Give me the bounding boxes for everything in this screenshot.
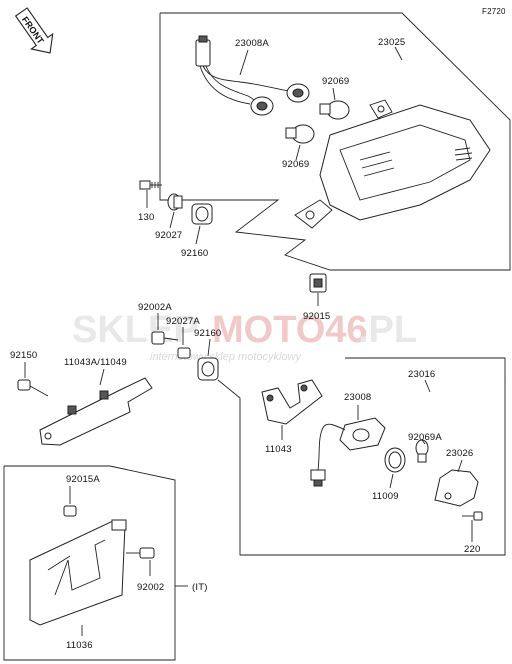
part-11009: 11009 — [372, 491, 399, 502]
screw-220 — [462, 511, 483, 521]
part-220: 220 — [464, 544, 480, 555]
collar-92027A — [177, 347, 191, 359]
gasket-11009 — [384, 447, 406, 473]
screw-130 — [139, 180, 162, 190]
part-92002A: 92002A — [138, 302, 172, 313]
part-11043A-11049: 11043A/11049 — [64, 357, 127, 368]
watermark: SKLEP MOTO46 .PL internetowy sklep motoc… — [72, 309, 417, 363]
part-92160-top: 92160 — [181, 248, 208, 259]
part-92160-mid: 92160 — [194, 328, 221, 339]
diagram-code: F2720 — [482, 7, 506, 16]
watermark-tagline: internetowy sklep motocyklowy — [150, 351, 303, 363]
grommet-92160-top — [191, 203, 213, 225]
bulb-92069-bottom — [285, 124, 315, 144]
part-92027A: 92027A — [166, 316, 200, 327]
leader-92160-top — [195, 225, 201, 245]
leader-92069-top — [332, 87, 336, 101]
leader-92160-mid — [207, 338, 211, 357]
part-11043: 11043 — [265, 444, 292, 455]
wiring-harness-23008A — [195, 35, 310, 116]
leader-11009 — [389, 473, 394, 489]
bracket-11043 — [261, 379, 323, 425]
collar-92027 — [167, 193, 183, 211]
leader-23026 — [457, 459, 463, 473]
part-92002: 92002 — [137, 582, 164, 593]
leader-92069A — [421, 439, 426, 445]
bracket-11043A — [39, 377, 153, 446]
leader-11043A — [99, 368, 105, 386]
leader-92069-bottom — [295, 144, 301, 161]
bolt-92150 — [17, 379, 49, 397]
bulb-92069A — [415, 439, 429, 463]
license-plate-holder-11036 — [29, 519, 127, 626]
leader-92027 — [169, 211, 175, 229]
watermark-tld: .PL — [358, 309, 417, 351]
part-130: 130 — [138, 212, 154, 223]
part-92150: 92150 — [10, 350, 37, 361]
bulb-92069-top — [319, 100, 350, 120]
part-92069-bottom: 92069 — [282, 159, 309, 170]
part-23008: 23008 — [344, 392, 371, 403]
tail-lamp-housing — [294, 99, 491, 229]
leader-23008A — [239, 49, 249, 76]
part-92069-top: 92069 — [322, 76, 349, 87]
region-note: (IT) — [192, 582, 208, 593]
part-92027: 92027 — [155, 230, 182, 241]
part-23016: 23016 — [408, 369, 435, 380]
part-11036: 11036 — [66, 640, 93, 651]
bolt-92002A — [151, 331, 179, 345]
assembly-frame-23016 — [217, 357, 506, 556]
part-23025: 23025 — [378, 37, 405, 48]
leader-23016 — [424, 379, 431, 393]
watermark-brand-b: MOTO46 — [212, 309, 368, 351]
grommet-92160-mid — [197, 357, 219, 381]
nut-92015A — [63, 505, 77, 517]
socket-23008 — [310, 417, 386, 487]
bolt-92002 — [126, 547, 155, 559]
part-92015: 92015 — [303, 311, 330, 322]
clip-92015 — [309, 273, 327, 293]
watermark-brand-a: SKLEP — [72, 309, 199, 351]
assembly-frame-23025 — [159, 12, 511, 271]
part-23026: 23026 — [446, 448, 473, 459]
plate-frame-box — [3, 465, 176, 661]
front-arrow-icon: FRONT — [14, 7, 54, 54]
lens-23026 — [434, 469, 479, 507]
leader-23025 — [394, 46, 403, 61]
part-92069A: 92069A — [408, 432, 442, 443]
part-92015A: 92015A — [66, 474, 100, 485]
part-23008A: 23008A — [235, 38, 269, 49]
